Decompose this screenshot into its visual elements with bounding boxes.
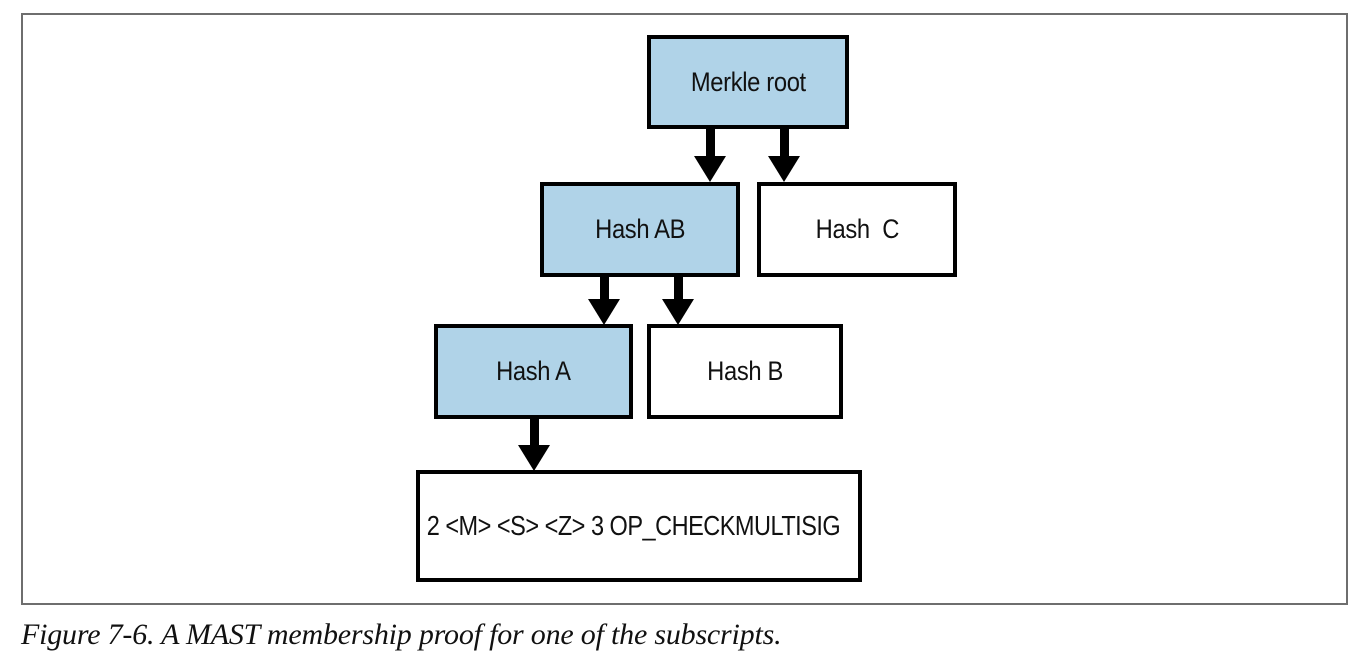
arrow-head: [518, 445, 550, 471]
arrow-shaft: [779, 129, 789, 156]
node-hash-c-label: Hash C: [815, 214, 899, 244]
node-hash-a: Hash A: [434, 324, 633, 419]
arrow-head: [588, 299, 620, 325]
arrow-shaft: [529, 419, 539, 445]
node-hash-ab-label: Hash AB: [594, 214, 685, 244]
arrow-shaft: [673, 277, 683, 299]
node-script: 2 <M> <S> <Z> 3 OP_CHECKMULTISIG: [416, 470, 862, 582]
arrow-shaft: [705, 129, 715, 156]
arrow-head: [768, 156, 800, 182]
arrow-shaft: [599, 277, 609, 299]
node-hash-ab: Hash AB: [540, 182, 740, 277]
node-hash-b-label: Hash B: [707, 356, 783, 386]
node-hash-c: Hash C: [757, 182, 957, 277]
node-hash-b: Hash B: [647, 324, 843, 419]
node-hash-a-label: Hash A: [496, 356, 571, 386]
node-merkle-root: Merkle root: [647, 35, 849, 129]
figure-frame: Merkle root Hash AB Hash C Hash A Hash B…: [21, 13, 1348, 605]
diagram-canvas: Merkle root Hash AB Hash C Hash A Hash B…: [23, 15, 1346, 603]
node-script-label: 2 <M> <S> <Z> 3 OP_CHECKMULTISIG: [426, 510, 841, 541]
figure-caption: Figure 7-6. A MAST membership proof for …: [21, 618, 782, 651]
arrow-head: [694, 156, 726, 182]
arrow-head: [662, 299, 694, 325]
node-merkle-root-label: Merkle root: [690, 66, 806, 97]
